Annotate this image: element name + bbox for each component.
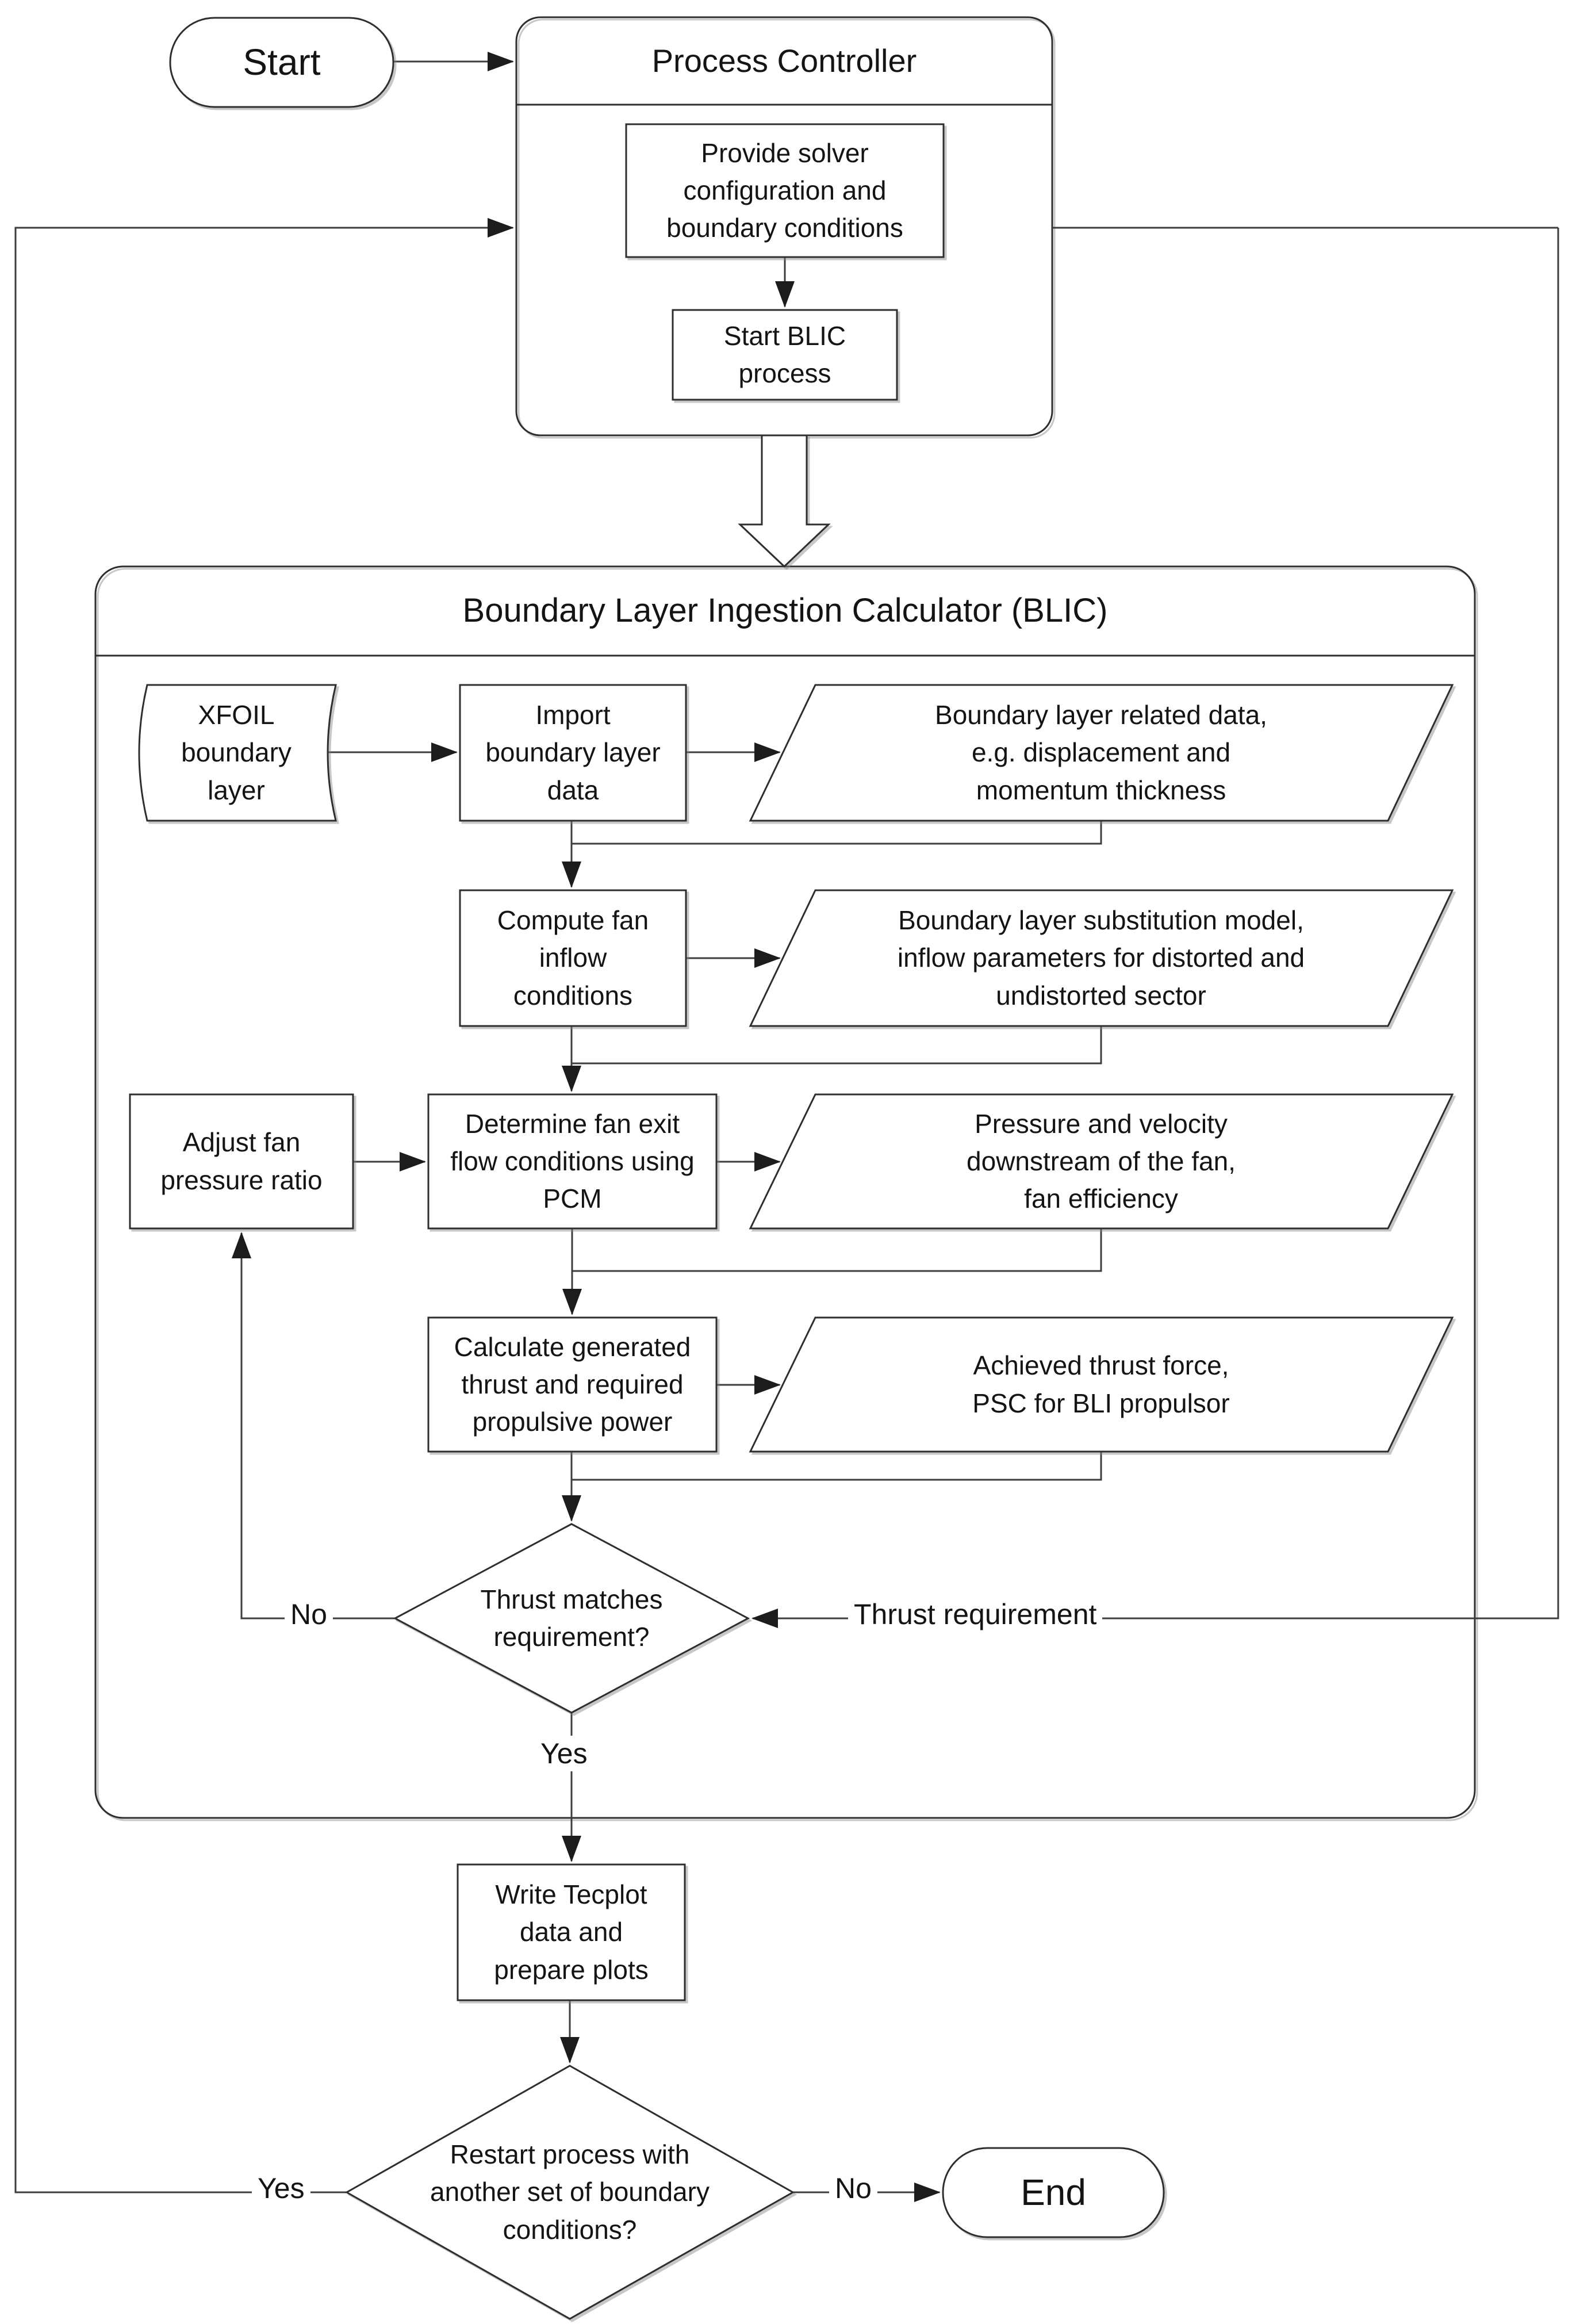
determine-label: Determine fan exit flow conditions using…	[450, 1108, 695, 1214]
compute-label: Compute fan inflow conditions	[497, 905, 649, 1010]
bl-related-output-shape	[749, 684, 1454, 822]
restart-no-label: No	[829, 2170, 877, 2206]
start-blic-shape	[672, 309, 898, 401]
big-down-arrow	[738, 434, 831, 568]
thrust-no-label: No	[285, 1596, 333, 1632]
compute-step-shape	[459, 889, 687, 1027]
process-controller-title: Process Controller	[651, 43, 917, 79]
adjust-label: Adjust fan pressure ratio	[160, 1127, 323, 1195]
calculate-label: Calculate generated thrust and required …	[454, 1331, 691, 1437]
pressure-velocity-output-label: Pressure and velocity downstream of the …	[967, 1108, 1236, 1214]
xfoil-label: XFOIL boundary layer	[181, 700, 292, 805]
write-tecplot-label: Write Tecplot data and prepare plots	[494, 1879, 649, 1985]
connector-no-feedback-to-adjust	[232, 1232, 395, 1619]
connector-output2-merge	[572, 1026, 1102, 1065]
provide-solver-label: Provide solver configuration and boundar…	[666, 137, 903, 243]
connector-output3-merge	[572, 1228, 1102, 1272]
restart-decision-label: Restart process with another set of boun…	[430, 2139, 710, 2245]
pressure-velocity-output-shape	[749, 1093, 1454, 1230]
start-label: Start	[243, 41, 321, 83]
bl-related-output-label: Boundary layer related data, e.g. displa…	[935, 700, 1267, 805]
bl-substitution-output-label: Boundary layer substitution model, inflo…	[897, 905, 1305, 1010]
thrust-decision-shape	[393, 1523, 750, 1714]
connector-restart-yes-feedback	[14, 218, 514, 2193]
restart-yes-label: Yes	[252, 2170, 310, 2206]
import-step-shape	[459, 684, 687, 822]
write-tecplot-shape	[457, 1863, 686, 2001]
restart-decision-shape	[344, 2065, 795, 2320]
connector-output1-merge	[572, 821, 1102, 845]
end-terminator-shape	[942, 2147, 1165, 2238]
thrust-requirement-label: Thrust requirement	[848, 1596, 1103, 1632]
achieved-thrust-output-label: Achieved thrust force, PSC for BLI propu…	[972, 1350, 1230, 1418]
calculate-step-shape	[427, 1316, 718, 1453]
xfoil-stored-data-shape	[138, 684, 337, 822]
import-label: Import boundary layer data	[485, 700, 661, 805]
start-terminator-shape	[169, 17, 394, 108]
bl-substitution-output-shape	[749, 889, 1454, 1027]
thrust-decision-label: Thrust matches requirement?	[480, 1584, 663, 1652]
achieved-thrust-output-shape	[749, 1316, 1454, 1453]
blic-title: Boundary Layer Ingestion Calculator (BLI…	[462, 592, 1108, 630]
determine-step-shape	[427, 1093, 718, 1230]
end-label: End	[1021, 2172, 1086, 2214]
adjust-step-shape	[129, 1093, 354, 1230]
provide-solver-shape	[625, 123, 945, 258]
connector-output4-merge	[572, 1452, 1102, 1481]
start-blic-label: Start BLIC process	[723, 320, 846, 388]
thrust-yes-label: Yes	[535, 1736, 593, 1771]
